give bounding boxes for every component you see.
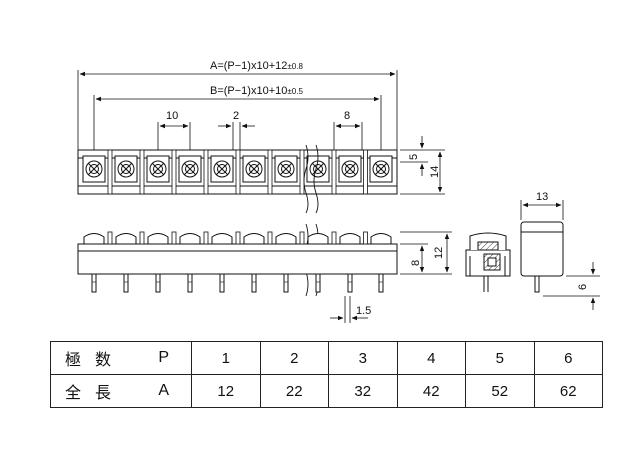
terminal-front (83, 231, 113, 293)
terminal-front (275, 231, 305, 293)
row-label: 全長 (65, 385, 126, 402)
terminal-front (243, 231, 273, 293)
dimension-a-label: A=(P−1)x10+12±0.8 (210, 60, 303, 72)
spec-table: 極数 P 1 2 3 4 5 6 全長 A 12 22 32 42 52 62 (50, 341, 603, 408)
terminal-top (338, 149, 368, 195)
row-header: 極数 P (50, 341, 192, 375)
dimension-pitch-label: 10 (166, 110, 178, 122)
row-header: 全長 A (50, 374, 192, 408)
row-symbol: A (158, 382, 169, 399)
front-view (77, 231, 398, 293)
terminal-top (210, 149, 241, 195)
dimension-center-label: 8 (344, 110, 350, 122)
dimension-14-label: 14 (429, 166, 441, 178)
dimension-5-label: 5 (408, 154, 420, 160)
terminal-top (146, 149, 177, 195)
terminal-top (114, 149, 145, 195)
dimension-6-label: 6 (577, 284, 589, 290)
end-view (520, 221, 564, 293)
terminal-front (115, 231, 145, 293)
table-cell: 52 (465, 374, 535, 408)
dimension-gap (218, 122, 255, 150)
dimension-width-end (520, 200, 564, 220)
terminal-top (306, 149, 337, 195)
terminal-front (339, 231, 368, 293)
dimension-pin-width (330, 296, 368, 323)
dimension-height-top (400, 136, 445, 195)
table-cell: 5 (465, 341, 535, 375)
dimension-gap-label: 2 (233, 110, 239, 122)
table-row: 全長 A 12 22 32 42 52 62 (50, 374, 603, 408)
dimension-b-label: B=(P−1)x10+10±0.5 (210, 85, 303, 97)
terminal-block-drawing: A=(P−1)x10+12±0.8 B=(P−1)x10+10±0.5 10 2… (77, 60, 600, 323)
terminal-front (179, 231, 209, 293)
table-cell: 62 (533, 374, 603, 408)
table-cell: 12 (191, 374, 261, 408)
dimension-height-front (400, 231, 452, 275)
row-symbol: P (158, 349, 169, 366)
table-cell: 22 (259, 374, 329, 408)
terminal-top (369, 155, 393, 183)
terminal-front (307, 231, 337, 293)
terminal-front (147, 231, 177, 293)
dimension-1-5-label: 1.5 (356, 305, 371, 317)
dimension-13-label: 13 (536, 191, 548, 203)
table-cell: 6 (533, 341, 603, 375)
terminal-front (211, 231, 241, 293)
dimension-pitch (157, 122, 191, 150)
dimension-8-label: 8 (410, 260, 422, 266)
table-cell: 32 (328, 374, 398, 408)
terminal-top (178, 149, 209, 195)
table-cell: 2 (259, 341, 329, 375)
table-cell: 42 (396, 374, 466, 408)
dimension-12-label: 12 (433, 247, 445, 259)
side-section-view (465, 232, 511, 292)
dimension-b (93, 95, 382, 150)
table-cell: 3 (328, 341, 398, 375)
table-cell: 4 (396, 341, 466, 375)
dimension-center (333, 122, 363, 150)
terminal-front (370, 233, 392, 293)
row-label: 極数 (65, 352, 126, 369)
terminal-top (82, 149, 113, 195)
top-view (77, 149, 398, 195)
dimension-pin-end (543, 262, 600, 310)
dimension-a (77, 70, 398, 150)
terminal-top (242, 149, 273, 195)
table-row: 極数 P 1 2 3 4 5 6 (50, 341, 603, 375)
table-cell: 1 (191, 341, 261, 375)
terminal-top (274, 149, 305, 195)
